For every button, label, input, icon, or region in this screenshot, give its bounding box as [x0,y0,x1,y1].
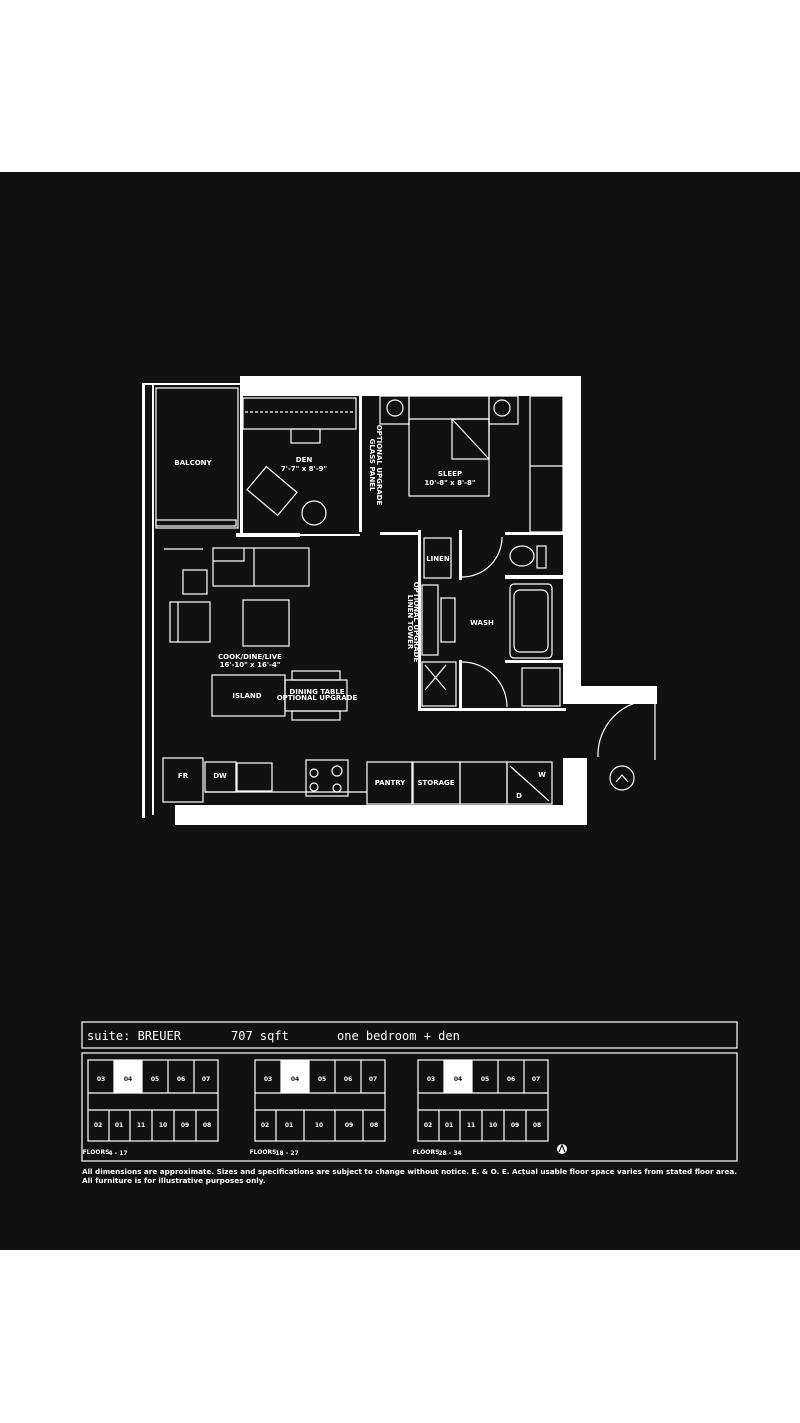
keyplan-label: 03 [97,1076,105,1083]
label-dining-table: DINING TABLE [289,688,344,696]
keyplan-label: 11 [137,1122,145,1129]
keyplan-label: 02 [94,1122,102,1129]
label-fridge: FR [178,772,189,780]
label-wash: WASH [470,619,494,627]
keyplan-label: 10 [315,1122,323,1129]
label-glass-panel-upgrade: OPTIONAL UPGRADE [375,425,383,506]
keyplan-label: FLOORS [83,1149,110,1156]
keyplan-label: 06 [507,1076,515,1083]
north-compass-icon [557,1143,567,1154]
label-balcony: BALCONY [174,459,212,467]
keyplan-label: 05 [151,1076,159,1083]
label-linen: LINEN [426,555,450,563]
label-cook-size: 16'-10" x 16'-4" [220,661,281,669]
keyplan-label: 03 [427,1076,435,1083]
label-pantry: PANTRY [375,779,407,787]
keyplan-label: 18 - 27 [275,1150,298,1157]
label-den-size: 7'-7" x 8'-9" [281,465,327,473]
label-dryer: D [516,792,522,800]
keyplan-label: 09 [511,1122,519,1129]
interior-walls [155,387,566,711]
keyplan-label: 05 [481,1076,489,1083]
keyplan-label: 01 [115,1122,123,1129]
entry-arrow-icon [609,765,635,791]
keyplan-label: 08 [203,1122,211,1129]
keyplan-floors-4-17: 03 04 05 06 07 02 01 11 10 09 08 FLOORS 4 - 17 [83,1059,219,1157]
keyplan-label: 07 [532,1076,540,1083]
keyplan-label: 03 [264,1076,272,1083]
label-linen-tower-upgrade: OPTIONAL UPGRADE [412,582,420,663]
label-sleep: SLEEP [438,470,462,478]
suite-area: 707 sqft [231,1029,289,1043]
keyplan-label: 05 [318,1076,326,1083]
bathroom-fixtures [421,536,561,708]
keyplan-label: FLOORS [250,1149,277,1156]
disclaimer-line-1: All dimensions are approximate. Sizes an… [82,1167,737,1176]
keyplan-label: 08 [370,1122,378,1129]
label-storage: STORAGE [417,779,454,787]
keyplan-label: 4 - 17 [108,1150,127,1157]
label-den: DEN [296,456,313,464]
keyplan-label: 07 [202,1076,210,1083]
keyplan-label: 08 [533,1122,541,1129]
label-dishwasher: DW [213,772,227,780]
suite-name: suite: BREUER [87,1029,182,1043]
disclaimer-line-2: All furniture is for illustrative purpos… [82,1176,266,1185]
keyplan-label: 04 [454,1076,462,1083]
label-island: ISLAND [232,692,261,700]
keyplan-label: 10 [159,1122,167,1129]
keyplan-floors-18-27: 03 04 05 06 07 02 01 10 09 08 FLOORS 18 - 27 [250,1059,386,1157]
suite-type: one bedroom + den [337,1029,460,1043]
keyplan-label: 09 [181,1122,189,1129]
keyplan-label: 07 [369,1076,377,1083]
keyplan-label: 09 [345,1122,353,1129]
keyplan-floors-28-34: 03 04 05 06 07 02 01 11 10 09 08 FLOORS 28 - 34 [413,1059,549,1157]
label-cook-dine-live: COOK/DINE/LIVE [218,653,282,661]
keyplan-label: 06 [344,1076,352,1083]
exterior-walls [142,376,657,825]
label-washer: W [538,771,546,779]
keyplan-label: 02 [424,1122,432,1129]
label-dining-upgrade: OPTIONAL UPGRADE [277,694,358,702]
label-linen-tower: LINEN TOWER [406,595,414,650]
label-glass-panel: GLASS PANEL [368,439,376,492]
keyplan-label: 04 [124,1076,132,1083]
living-furniture [164,547,348,721]
keyplan-label: 04 [291,1076,299,1083]
keyplan-label: 10 [489,1122,497,1129]
keyplan-label: 01 [445,1122,453,1129]
den-furniture [242,397,357,526]
keyplan-label: FLOORS [413,1149,440,1156]
label-sleep-size: 10'-8" x 8'-8" [424,479,475,487]
bedroom-furniture [379,395,519,497]
keyplan-label: 01 [285,1122,293,1129]
keyplan-label: 06 [177,1076,185,1083]
suite-info-bar: suite: BREUER 707 sqft one bedroom + den [81,1021,738,1049]
keyplan-label: 02 [261,1122,269,1129]
keyplan-box [81,1052,738,1162]
keyplan-label: 11 [467,1122,475,1129]
kitchen-counter [162,699,656,805]
keyplan-label: 28 - 34 [438,1150,461,1157]
